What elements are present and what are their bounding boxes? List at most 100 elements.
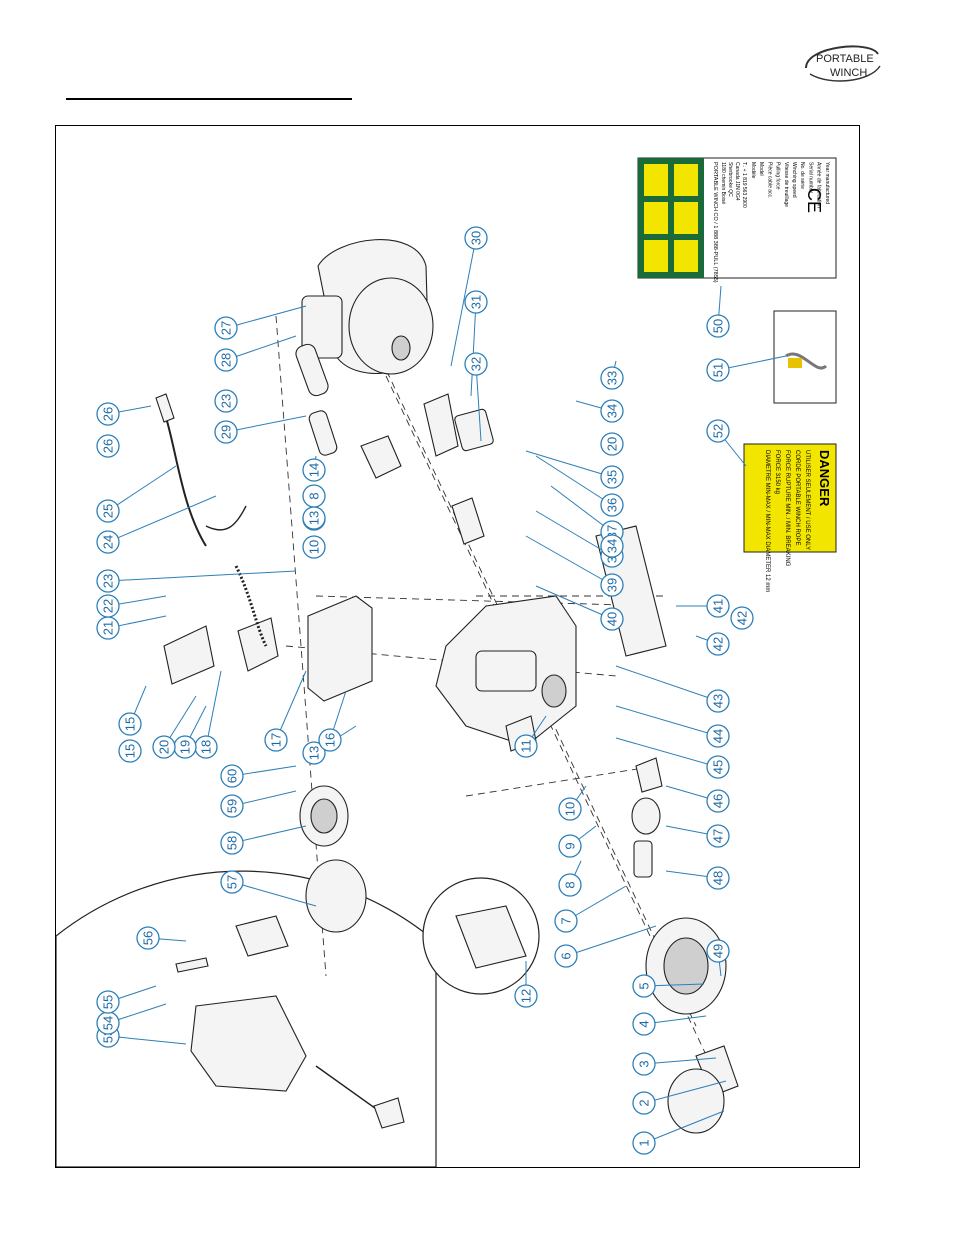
capstan-lever xyxy=(631,757,663,878)
callout-extra-20: 20 xyxy=(600,432,624,456)
svg-text:19: 19 xyxy=(178,740,193,754)
svg-text:57: 57 xyxy=(225,875,240,889)
svg-text:1: 1 xyxy=(637,1139,652,1146)
secondary-drum xyxy=(299,785,367,933)
svg-text:31: 31 xyxy=(469,295,484,309)
danger-line-5: DIAMETRE MIN-MAX / MIN-MAX DIAMETER 12 m… xyxy=(764,450,770,592)
svg-text:58: 58 xyxy=(225,836,240,850)
svg-text:5: 5 xyxy=(637,982,652,989)
callout-46: 46 xyxy=(665,785,730,813)
callout-39: 39 xyxy=(525,535,624,597)
callout-40: 40 xyxy=(535,585,624,631)
callout-2: 2 xyxy=(632,1080,727,1115)
svg-text:52: 52 xyxy=(711,424,726,438)
callout-55: 55 xyxy=(96,985,157,1014)
svg-text:42: 42 xyxy=(711,637,726,651)
svg-text:8: 8 xyxy=(307,492,322,499)
svg-text:59: 59 xyxy=(225,799,240,813)
plate-address-2: Sherbrooke QC xyxy=(727,162,733,197)
callout-26: 26 xyxy=(96,402,152,426)
svg-text:7: 7 xyxy=(559,917,574,924)
callout-30: 30 xyxy=(450,226,488,367)
callout-27: 27 xyxy=(214,305,307,340)
svg-text:CE: CE xyxy=(804,188,824,213)
svg-text:55: 55 xyxy=(101,995,116,1009)
callout-57: 57 xyxy=(220,870,317,907)
electrical-box xyxy=(163,595,373,702)
plate-field-2: Pièce cable acc. xyxy=(766,162,772,198)
plate-field-6: No. de série xyxy=(799,162,805,189)
plate-address-4: T.: + 1 819 563 2900 xyxy=(741,162,747,208)
svg-text:22: 22 xyxy=(101,599,116,613)
svg-text:26: 26 xyxy=(101,439,116,453)
danger-label: DANGER UTILISER SEULEMENT / USE ONLY COR… xyxy=(743,443,837,592)
callout-51: 51 xyxy=(706,355,787,382)
portable-winch-logo: PORTABLE WINCH xyxy=(800,38,884,88)
callout-23: 23 xyxy=(96,569,297,593)
callout-58: 58 xyxy=(220,825,307,855)
svg-text:2: 2 xyxy=(637,1099,652,1106)
callout-7: 7 xyxy=(554,885,627,933)
svg-text:10: 10 xyxy=(307,540,322,554)
svg-text:28: 28 xyxy=(219,353,234,367)
callout-1: 1 xyxy=(632,1110,725,1155)
svg-text:23: 23 xyxy=(219,394,234,408)
plate-field-4: Vitesse de treuillage xyxy=(783,162,789,207)
svg-text:47: 47 xyxy=(711,829,726,843)
callout-extra-42: 42 xyxy=(730,606,754,630)
callout-49: 49 xyxy=(706,939,730,977)
svg-text:34: 34 xyxy=(605,404,620,418)
danger-header: DANGER xyxy=(817,450,832,507)
detail-magnifier-outline xyxy=(56,870,437,1167)
danger-line-3: FORCE RUPTURE MIN. / MIN. BREAKING xyxy=(784,450,790,567)
plate-field-1: Model xyxy=(758,162,764,176)
svg-text:34: 34 xyxy=(605,539,620,553)
callout-20: 20 xyxy=(152,695,197,759)
svg-text:40: 40 xyxy=(605,612,620,626)
svg-text:51: 51 xyxy=(711,363,726,377)
svg-text:9: 9 xyxy=(563,842,578,849)
svg-text:50: 50 xyxy=(711,319,726,333)
logo-line1: PORTABLE xyxy=(816,53,874,65)
svg-text:18: 18 xyxy=(199,740,214,754)
svg-text:33: 33 xyxy=(605,371,620,385)
power-cord xyxy=(155,393,268,647)
svg-text:25: 25 xyxy=(101,504,116,518)
callout-44: 44 xyxy=(615,705,730,748)
svg-text:23: 23 xyxy=(101,574,116,588)
callout-15: 15 xyxy=(118,685,147,736)
svg-text:10: 10 xyxy=(563,802,578,816)
svg-text:44: 44 xyxy=(711,729,726,743)
callout-14: 14 xyxy=(302,455,326,482)
svg-text:17: 17 xyxy=(269,733,284,747)
callout-43: 43 xyxy=(615,665,730,713)
title-underline xyxy=(66,98,352,100)
plate-field-7: Serial number xyxy=(807,162,813,193)
svg-text:36: 36 xyxy=(605,498,620,512)
callout-21: 21 xyxy=(96,615,167,640)
callout-8: 8 xyxy=(558,860,582,897)
callout-10: 10 xyxy=(558,785,587,821)
callout-60: 60 xyxy=(220,764,297,788)
instruction-sticker xyxy=(773,310,837,404)
plate-address-1: 1180 chemin Boisé xyxy=(720,162,726,204)
callout-extra-8: 8 xyxy=(302,484,326,508)
svg-text:35: 35 xyxy=(605,470,620,484)
svg-text:60: 60 xyxy=(225,769,240,783)
svg-text:26: 26 xyxy=(101,407,116,421)
callout-extra-26: 26 xyxy=(96,434,120,458)
callout-59: 59 xyxy=(220,790,297,818)
callout-extra-10: 10 xyxy=(302,535,326,559)
callout-35: 35 xyxy=(525,450,624,489)
svg-text:8: 8 xyxy=(563,881,578,888)
svg-text:43: 43 xyxy=(711,694,726,708)
plate-field-3: Pulling force xyxy=(775,162,781,190)
danger-line-1: UTILISER SEULEMENT / USE ONLY xyxy=(804,450,810,550)
callout-13: 13 xyxy=(302,725,357,765)
svg-text:16: 16 xyxy=(323,733,338,747)
callout-6: 6 xyxy=(554,925,657,968)
svg-text:42: 42 xyxy=(735,611,750,625)
svg-text:48: 48 xyxy=(711,871,726,885)
svg-text:15: 15 xyxy=(123,744,138,758)
plate-field-9: Year manufactured xyxy=(824,162,830,204)
